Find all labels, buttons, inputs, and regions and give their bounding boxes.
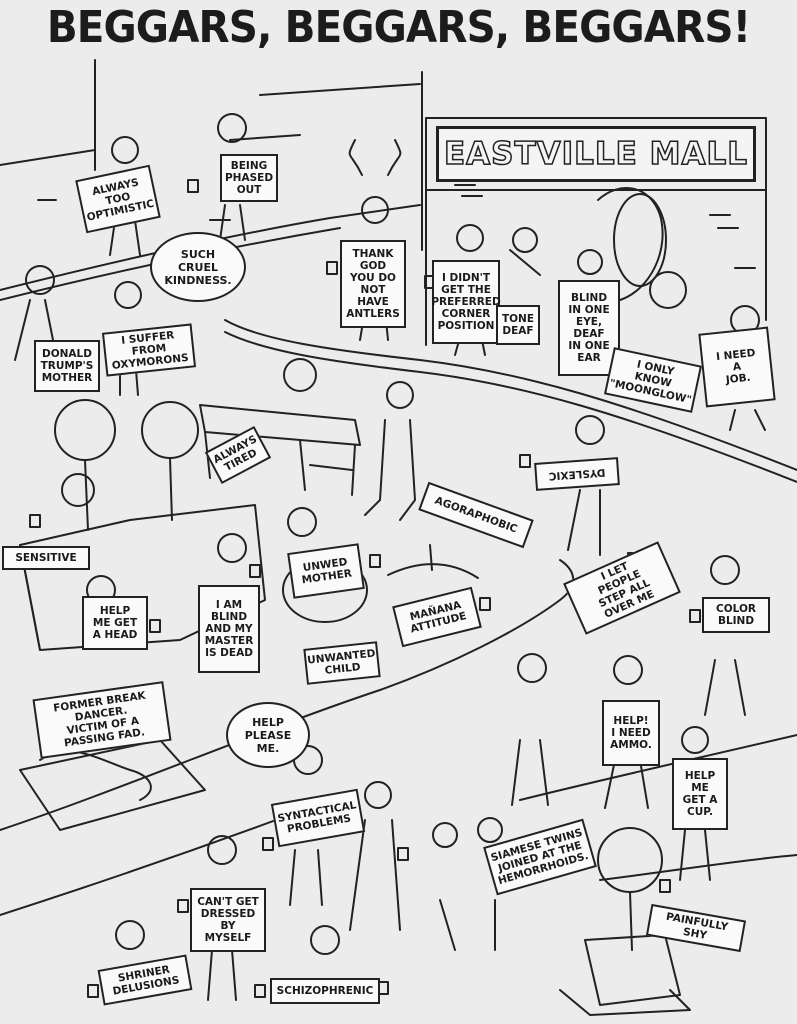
sign-help-need-ammo: HELP! I NEED AMMO. xyxy=(602,700,660,766)
sign-preferred-corner: I DIDN'T GET THE PREFERRED CORNER POSITI… xyxy=(431,260,501,344)
sign-color-blind: COLOR BLIND xyxy=(702,597,770,633)
sign-thank-god-antlers: THANK GOD YOU DO NOT HAVE ANTLERS xyxy=(340,240,406,328)
sign-help-me-get-a-head: HELP ME GET A HEAD xyxy=(82,596,148,650)
sign-cant-get-dressed: CAN'T GET DRESSED BY MYSELF xyxy=(190,888,266,952)
speech-bubble-such-cruel-kindness: SUCH CRUEL KINDNESS. xyxy=(150,232,246,302)
cartoon-title: BEGGARS, BEGGARS, BEGGARS! xyxy=(46,2,751,53)
sign-sensitive: SENSITIVE xyxy=(2,546,90,570)
sign-i-need-a-job: I NEED A JOB. xyxy=(698,326,776,408)
sign-unwanted-child: UNWANTED CHILD xyxy=(303,641,381,685)
sign-donald-trumps-mother: DONALD TRUMP'S MOTHER xyxy=(34,340,100,392)
sign-help-get-a-cup: HELP ME GET A CUP. xyxy=(672,758,728,830)
sign-being-phased-out: BEING PHASED OUT xyxy=(220,154,278,202)
sign-blind-master-dead: I AM BLIND AND MY MASTER IS DEAD xyxy=(198,585,260,673)
sign-dyslexic: DYSLEXIC xyxy=(534,457,620,491)
sign-schizophrenic: SCHIZOPHRENIC xyxy=(270,978,380,1004)
mall-sign: EASTVILLE MALL xyxy=(436,126,756,182)
sign-tone-deaf: TONE DEAF xyxy=(496,305,540,345)
sign-oxymorons: I SUFFER FROM OXYMORONS xyxy=(101,323,197,377)
sign-blind-one-eye: BLIND IN ONE EYE, DEAF IN ONE EAR xyxy=(558,280,620,376)
speech-bubble-help-please-me: HELP PLEASE ME. xyxy=(226,702,310,768)
